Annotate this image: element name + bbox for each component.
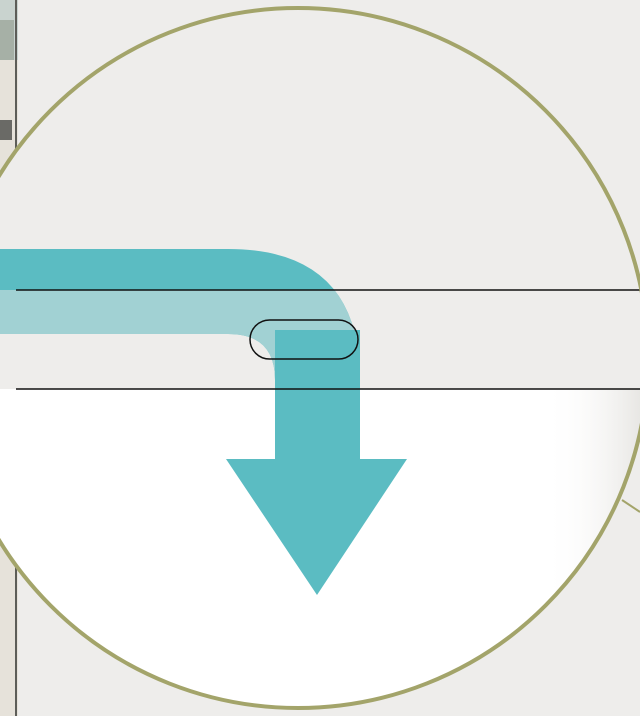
photo-roof-trim (0, 120, 12, 140)
photo-tree (0, 20, 14, 60)
lens-connector (622, 500, 640, 512)
